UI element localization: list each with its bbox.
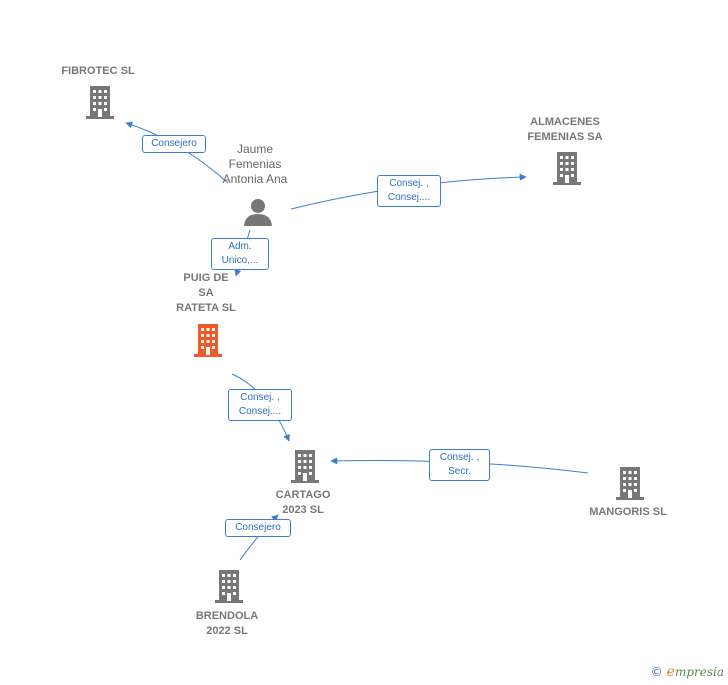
edge-label-line: Consejero: [151, 138, 197, 149]
node-label-line: FEMENIAS SA: [527, 131, 603, 143]
person-icon[interactable]: [242, 197, 274, 227]
edge-label-line: Unico,...: [221, 255, 259, 266]
edge-label-brendola-cartago[interactable]: Consejero: [225, 519, 291, 537]
brand-name: mpresia: [674, 665, 724, 679]
node-label-cartago: CARTAGO 2023 SL: [253, 488, 353, 518]
building-icon[interactable]: [289, 448, 321, 484]
edge-label-line: Consej....: [387, 192, 431, 203]
node-label-line: Femenias: [228, 157, 282, 171]
edge-label-jaume-fibrotec[interactable]: Consejero: [142, 135, 206, 153]
building-icon[interactable]: [192, 322, 224, 358]
node-label-almacenes: ALMACENES FEMENIAS SA: [505, 115, 625, 145]
edge-label-mangoris-cartago[interactable]: Consej. , Secr.: [429, 449, 490, 481]
node-label-line: PUIG DE: [183, 272, 229, 284]
node-label-line: SA: [198, 287, 214, 299]
node-label-line: MANGORIS SL: [589, 506, 667, 518]
node-label-line: Jaume: [236, 142, 274, 156]
node-label-line: Antonia Ana: [222, 172, 288, 186]
node-label-line: CARTAGO: [275, 489, 331, 501]
edge-label-jaume-almacenes[interactable]: Consej. , Consej....: [377, 175, 441, 207]
brand-watermark: ©empresia: [651, 664, 724, 680]
edge-label-jaume-puig[interactable]: Adm. Unico,...: [211, 238, 269, 270]
node-label-line: 2023 SL: [282, 504, 324, 516]
brand-initial: e: [666, 664, 675, 680]
node-label-puig: PUIG DE SA RATETA SL: [156, 271, 256, 316]
edge-label-line: Adm.: [228, 241, 252, 252]
copyright-icon: ©: [650, 665, 663, 679]
edge-label-line: Consej....: [238, 406, 282, 417]
edge-label-line: Consej. ,: [439, 452, 480, 463]
node-label-line: RATETA SL: [176, 302, 236, 314]
node-label-mangoris: MANGORIS SL: [578, 505, 678, 520]
edge-label-line: Consej. ,: [389, 178, 429, 189]
edge-label-line: Consej. ,: [240, 392, 280, 403]
node-label-brendola: BRENDOLA 2022 SL: [177, 609, 277, 639]
node-label-line: BRENDOLA: [195, 610, 259, 622]
building-icon[interactable]: [614, 465, 646, 501]
building-icon[interactable]: [551, 150, 583, 186]
edge-label-line: Secr.: [448, 466, 471, 477]
node-label-fibrotec: FIBROTEC SL: [48, 64, 148, 79]
edge-label-line: Consejero: [235, 522, 281, 533]
building-icon[interactable]: [213, 568, 245, 604]
edge-label-puig-cartago[interactable]: Consej. , Consej....: [228, 389, 292, 421]
node-label-line: ALMACENES: [530, 116, 600, 128]
node-label-line: 2022 SL: [206, 625, 248, 637]
node-label-line: FIBROTEC SL: [61, 65, 135, 77]
node-label-jaume: Jaume Femenias Antonia Ana: [205, 142, 305, 187]
building-icon[interactable]: [84, 84, 116, 120]
